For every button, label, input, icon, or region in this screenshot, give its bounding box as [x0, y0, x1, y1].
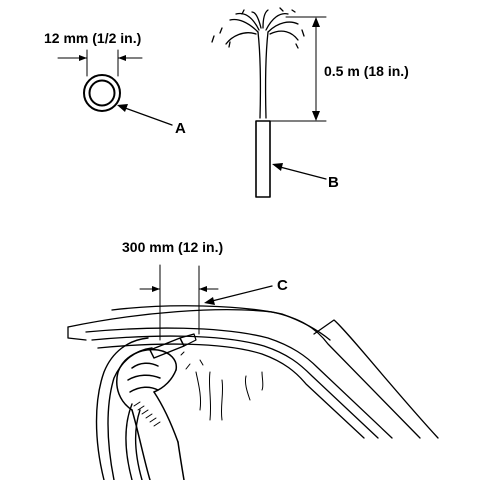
- hose-cross-section: [83, 74, 121, 112]
- water-spray: [211, 7, 305, 119]
- spray-height-panel: 0.5 m (18 in.) B: [211, 7, 409, 198]
- callout-c-leader: [204, 285, 273, 305]
- arrowhead-right: [118, 55, 126, 61]
- arrowhead-up: [312, 17, 320, 27]
- roof-test-panel: 300 mm (12 in.) C: [67, 239, 439, 480]
- callout-b-label: B: [328, 174, 339, 191]
- hose-nozzle: [149, 333, 197, 359]
- callout-c-label: C: [277, 277, 288, 294]
- arrowhead-left: [79, 55, 87, 61]
- hand: [116, 348, 185, 480]
- hose-diameter-label: 12 mm (1/2 in.): [44, 30, 141, 46]
- car-roof: [67, 305, 439, 439]
- callout-b-leader: [272, 163, 327, 180]
- nozzle-distance-label: 300 mm (12 in.): [122, 239, 223, 255]
- hose-diameter-dimension: [57, 49, 143, 77]
- callout-a-label: A: [175, 120, 186, 137]
- spray-height-dimension: [269, 16, 327, 122]
- hose-tube: [255, 120, 271, 198]
- arrowhead-nozzle-left: [152, 286, 160, 292]
- water-drips: [180, 351, 264, 421]
- hose-diameter-panel: 12 mm (1/2 in.) A: [44, 30, 186, 137]
- arrowhead-nozzle-right: [199, 286, 207, 292]
- sleeve-cuff: [133, 401, 161, 427]
- arrowhead-down: [312, 111, 320, 121]
- spray-height-label: 0.5 m (18 in.): [324, 63, 409, 79]
- callout-a-leader: [117, 104, 173, 126]
